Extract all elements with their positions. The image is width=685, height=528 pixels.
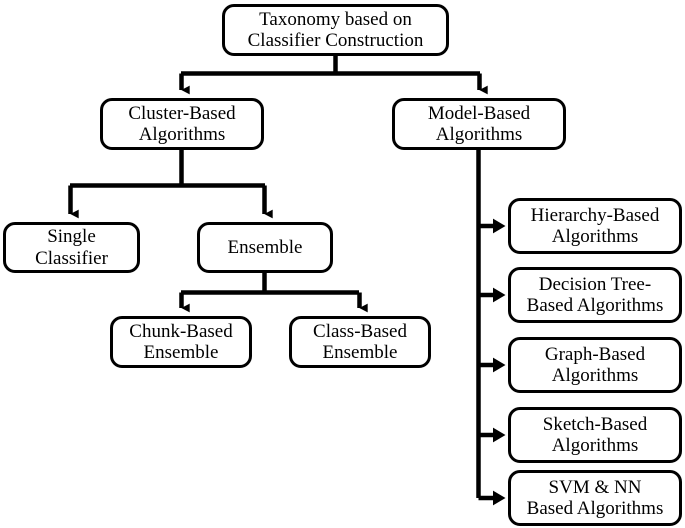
node-label: Sketch-Based Algorithms — [542, 413, 648, 456]
node-taxonomy-root[interactable]: Taxonomy based on Classifier Constructio… — [222, 4, 449, 56]
arrowhead-to-decision-tree — [493, 287, 506, 303]
node-decision-tree-based-algorithms[interactable]: Decision Tree- Based Algorithms — [508, 267, 682, 323]
node-label: Chunk-Based Ensemble — [129, 320, 233, 363]
node-label: Hierarchy-Based Algorithms — [530, 204, 660, 247]
node-label: Single Classifier — [35, 226, 108, 269]
node-single-classifier[interactable]: Single Classifier — [3, 222, 140, 273]
arrowhead-to-hierarchy — [493, 218, 506, 234]
node-graph-based-algorithms[interactable]: Graph-Based Algorithms — [508, 337, 682, 393]
arrowhead-to-sketch — [493, 427, 506, 443]
node-svm-nn-based-algorithms[interactable]: SVM & NN Based Algorithms — [508, 470, 682, 526]
node-label: Model-Based Algorithms — [427, 102, 531, 145]
node-label: Graph-Based Algorithms — [544, 343, 646, 386]
node-hierarchy-based-algorithms[interactable]: Hierarchy-Based Algorithms — [508, 198, 682, 254]
node-label: Taxonomy based on Classifier Constructio… — [247, 8, 424, 51]
node-ensemble[interactable]: Ensemble — [197, 222, 333, 273]
arrowhead-to-svm-nn — [493, 490, 506, 506]
node-label: Cluster-Based Algorithms — [128, 102, 236, 145]
node-chunk-based-ensemble[interactable]: Chunk-Based Ensemble — [110, 316, 252, 368]
node-model-based-algorithms[interactable]: Model-Based Algorithms — [392, 98, 566, 150]
node-class-based-ensemble[interactable]: Class-Based Ensemble — [289, 316, 431, 368]
node-cluster-based-algorithms[interactable]: Cluster-Based Algorithms — [100, 98, 264, 150]
node-label: Ensemble — [227, 236, 303, 258]
node-sketch-based-algorithms[interactable]: Sketch-Based Algorithms — [508, 407, 682, 463]
node-label: Decision Tree- Based Algorithms — [526, 273, 664, 316]
node-label: SVM & NN Based Algorithms — [526, 476, 664, 519]
node-label: Class-Based Ensemble — [313, 320, 407, 363]
arrowhead-to-graph — [493, 357, 506, 373]
arrowheads-right-column — [493, 218, 506, 506]
